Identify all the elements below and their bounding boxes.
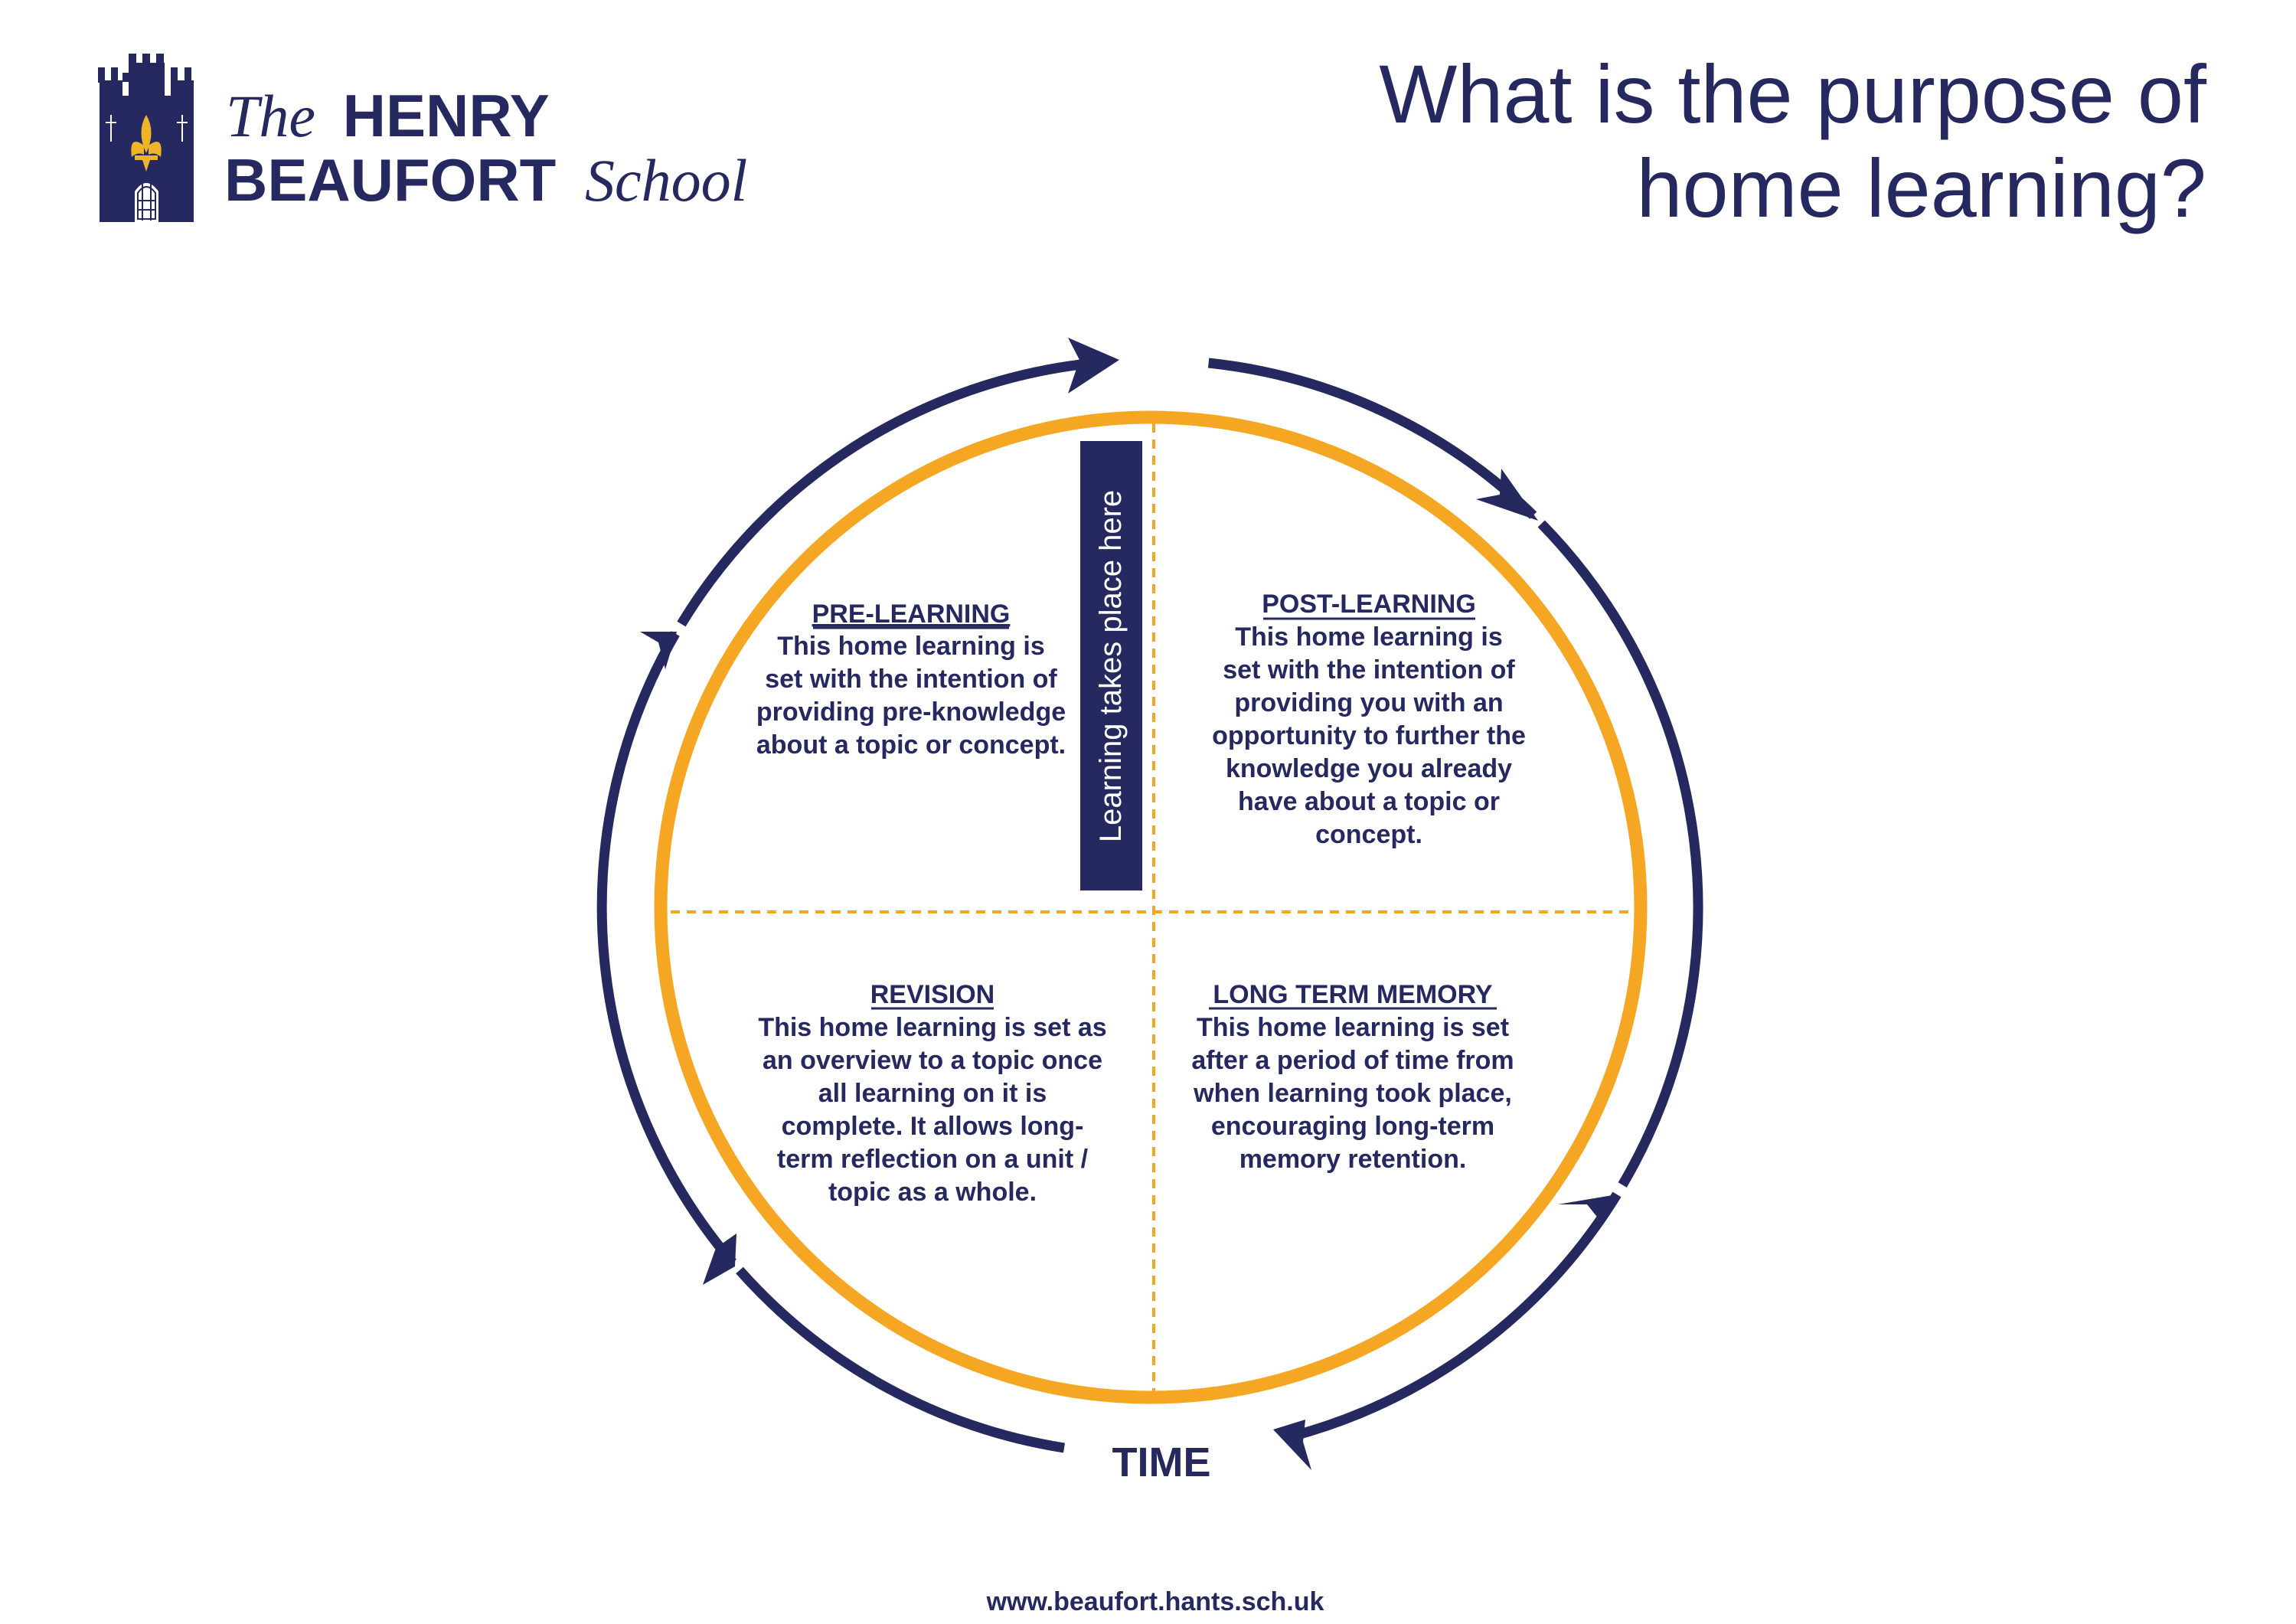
orange-cycle-ring bbox=[654, 410, 1648, 1404]
post-learning-line-1: This home learning is bbox=[1235, 622, 1503, 652]
revision-line-6: topic as a whole. bbox=[828, 1178, 1037, 1207]
page-title-line-1: What is the purpose of bbox=[1379, 47, 2207, 140]
long-term-memory-heading: LONG TERM MEMORY bbox=[1213, 980, 1492, 1009]
post-learning-line-6: have about a topic or bbox=[1238, 787, 1500, 816]
time-label: TIME bbox=[1112, 1439, 1211, 1485]
svg-text:BEAUFORT School: BEAUFORT School bbox=[224, 146, 747, 214]
arrow-head-upper-right bbox=[1476, 469, 1538, 521]
post-learning-line-2: set with the intention of bbox=[1223, 655, 1515, 685]
long-term-memory-line-5: memory retention. bbox=[1239, 1145, 1467, 1174]
time-arc-top-right bbox=[1207, 358, 1537, 519]
long-term-memory-line-3: when learning took place, bbox=[1193, 1079, 1512, 1108]
time-arc-bottom-left bbox=[736, 1266, 1066, 1453]
revision-line-1: This home learning is set as bbox=[758, 1013, 1106, 1042]
arrow-head-lower-right bbox=[1558, 1194, 1617, 1224]
pre-learning-line-2: set with the intention of bbox=[765, 665, 1057, 694]
quadrant-long-term-memory: LONG TERM MEMORY This home learning is s… bbox=[1191, 980, 1514, 1174]
pre-learning-line-3: providing pre-knowledge bbox=[756, 698, 1066, 727]
quadrant-post-learning: POST-LEARNING This home learning is set … bbox=[1212, 590, 1526, 849]
logo-the: The bbox=[226, 83, 315, 149]
post-learning-line-4: opportunity to further the bbox=[1212, 721, 1526, 750]
revision-line-3: all learning on it is bbox=[818, 1079, 1047, 1108]
post-learning-heading: POST-LEARNING bbox=[1262, 590, 1476, 619]
quadrant-revision: REVISION This home learning is set as an… bbox=[758, 980, 1106, 1207]
post-learning-line-3: providing you with an bbox=[1234, 688, 1503, 717]
logo-school: School bbox=[585, 147, 747, 214]
revision-line-2: an overview to a topic once bbox=[763, 1046, 1102, 1075]
logo-beaufort: BEAUFORT bbox=[224, 146, 556, 214]
time-arc-bottom-right bbox=[1290, 1191, 1622, 1442]
time-arc-right bbox=[1537, 520, 1703, 1188]
arrow-head-top bbox=[1068, 338, 1119, 394]
post-learning-line-7: concept. bbox=[1315, 820, 1422, 849]
center-bar-label: Learning takes place here bbox=[1094, 490, 1128, 842]
page-title-line-2: home learning? bbox=[1636, 142, 2206, 234]
footer-url[interactable]: www.beaufort.hants.sch.uk bbox=[986, 1587, 1324, 1616]
long-term-memory-line-2: after a period of time from bbox=[1191, 1046, 1514, 1075]
pre-learning-line-1: This home learning is bbox=[777, 632, 1045, 661]
pre-learning-line-4: about a topic or concept. bbox=[756, 730, 1066, 760]
revision-line-4: complete. It allows long- bbox=[782, 1112, 1084, 1141]
arrow-head-bottom bbox=[1273, 1420, 1311, 1470]
castle-icon bbox=[98, 54, 194, 222]
logo-henry: HENRY bbox=[343, 82, 550, 149]
long-term-memory-line-1: This home learning is set bbox=[1197, 1013, 1509, 1042]
revision-line-5: term reflection on a unit / bbox=[777, 1145, 1089, 1174]
arrow-head-lower-left bbox=[703, 1234, 736, 1285]
long-term-memory-line-4: encouraging long-term bbox=[1211, 1112, 1494, 1141]
learning-cycle-diagram: Learning takes place here PRE-LEARNING T… bbox=[596, 338, 1703, 1485]
revision-heading: REVISION bbox=[870, 980, 994, 1009]
svg-text:The HENRY: The HENRY bbox=[226, 82, 550, 149]
quadrant-pre-learning: PRE-LEARNING This home learning is set w… bbox=[756, 600, 1066, 760]
time-arc-top-left bbox=[677, 358, 1088, 627]
post-learning-line-5: knowledge you already bbox=[1226, 754, 1512, 783]
fleur-de-lis-icon bbox=[131, 115, 162, 172]
school-logo: The HENRY BEAUFORT School bbox=[98, 54, 747, 222]
arrow-head-upper-left bbox=[640, 632, 677, 669]
time-arc-left bbox=[596, 631, 736, 1266]
learning-takes-place-bar: Learning takes place here bbox=[1080, 441, 1142, 890]
pre-learning-heading: PRE-LEARNING bbox=[812, 600, 1011, 629]
